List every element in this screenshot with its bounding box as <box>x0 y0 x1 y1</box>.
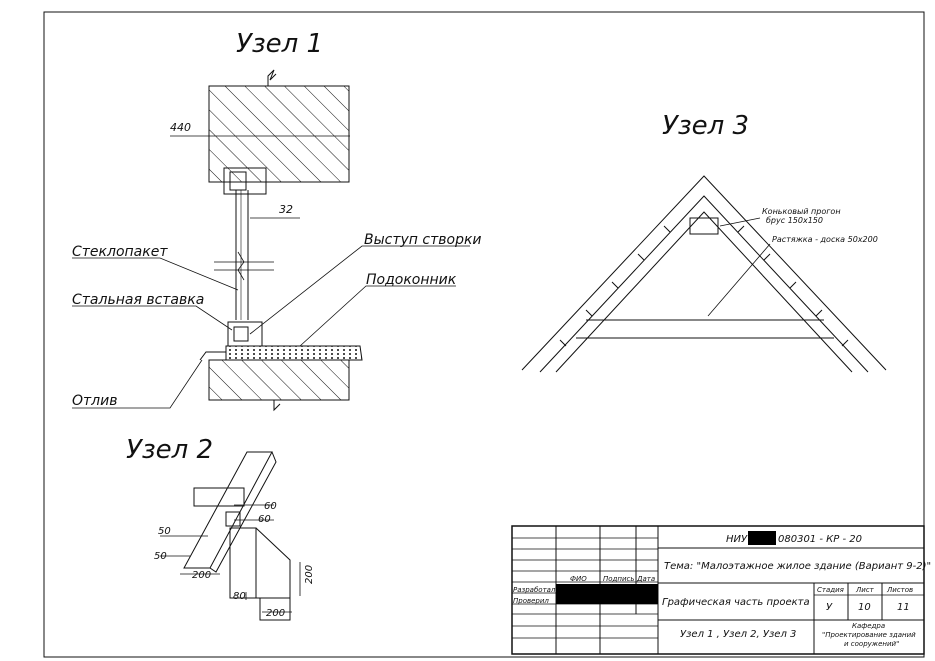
node2-dim-200b: 200 <box>304 565 315 584</box>
node1-sill <box>225 345 363 361</box>
label-steel-insert: Стальная вставка <box>72 292 204 308</box>
label-drip: Отлив <box>72 393 117 409</box>
names-redaction <box>556 584 658 604</box>
node1-upper-wall <box>208 85 350 183</box>
sheet-frame <box>43 11 925 658</box>
node1-title: Узел 1 <box>236 29 323 59</box>
label-sill: Подоконник <box>366 272 457 288</box>
label-glass-unit: Стеклопакет <box>72 244 168 260</box>
sheet-header: Лист <box>855 586 875 594</box>
col-signature: Подпись <box>603 575 635 583</box>
dept-line3: и сооружений" <box>844 640 899 648</box>
node2-dim-50b: 50 <box>154 551 167 562</box>
node3-title: Узел 3 <box>662 111 749 141</box>
sheet-value: 10 <box>858 602 871 613</box>
content: Узел 1 , Узел 2, Узел 3 <box>680 629 796 640</box>
node2-dim-50a: 50 <box>158 526 171 537</box>
node2-dim-60b: 60 <box>258 514 271 525</box>
title-block: НИУ 080301 - КР - 20 Тема: "Малоэтажное … <box>511 525 931 655</box>
stage-header: Стадия <box>817 586 844 594</box>
ridge-note-line1: Коньковый прогон <box>762 207 841 216</box>
node1-dim-wall: 440 <box>170 121 191 134</box>
code-suffix: 080301 - КР - 20 <box>778 534 862 545</box>
node2-title: Узел 2 <box>126 435 213 465</box>
code-redaction <box>748 531 776 545</box>
sheets-value: 11 <box>897 602 910 613</box>
row-checked: Проверил <box>513 597 549 605</box>
tie-note: Растяжка - доска 50х200 <box>772 235 878 244</box>
node2-drawing: Узел 2 60 60 50 50 200 200 200 80 <box>126 435 315 621</box>
node2-dim-200c: 200 <box>266 608 285 619</box>
node1-lower-wall <box>208 359 350 401</box>
sheets-header: Листов <box>886 586 913 594</box>
node1-drawing: Узел 1 440 32 Стеклопакет <box>72 29 482 412</box>
topic: Тема: "Малоэтажное жилое здание (Вариант… <box>664 561 931 572</box>
node1-dim-gap: 32 <box>279 203 293 216</box>
code-prefix: НИУ <box>726 534 748 545</box>
stage-value: У <box>826 602 833 613</box>
node1-break-line-top <box>267 69 277 86</box>
label-sash-ledge: Выступ створки <box>364 232 482 248</box>
node3-drawing: Узел 3 Коньковый прогон брус 150х150 Рас… <box>521 111 887 373</box>
ridge-note-line2: брус 150х150 <box>766 216 823 225</box>
section: Графическая часть проекта <box>662 597 810 608</box>
node2-dim-80: 80 <box>233 591 246 602</box>
dept-line2: "Проектирование зданий <box>822 631 916 639</box>
node2-dim-60a: 60 <box>264 501 277 512</box>
row-developed: Разработал <box>513 586 556 594</box>
col-date: Дата <box>636 575 655 583</box>
dept-line1: Кафедра <box>852 622 885 630</box>
col-fio: ФИО <box>570 575 587 583</box>
node2-dim-200a: 200 <box>192 570 211 581</box>
